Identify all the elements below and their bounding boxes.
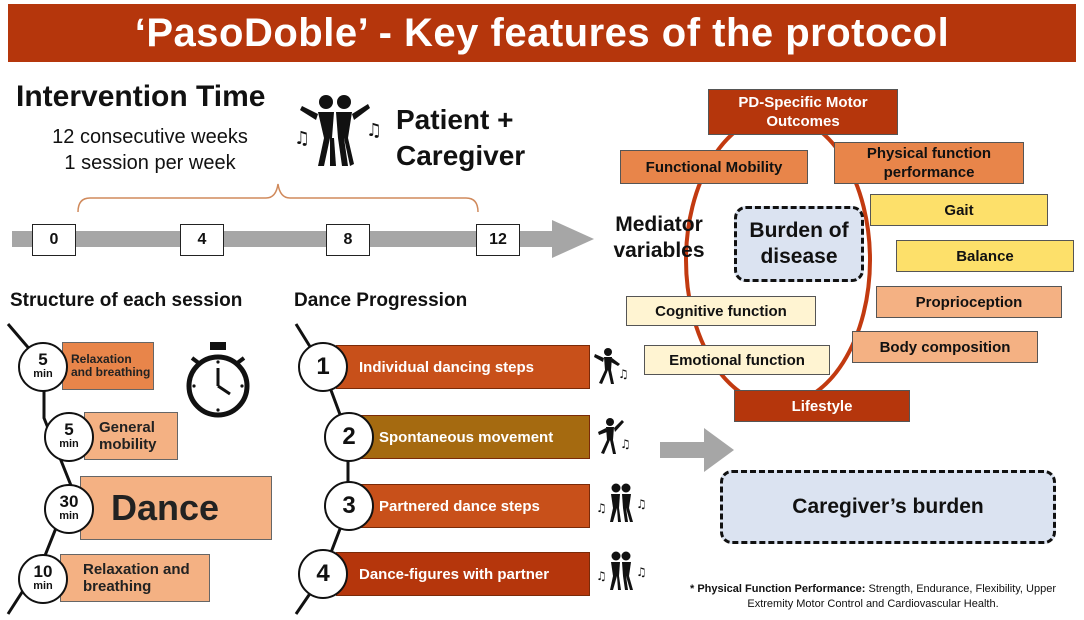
outcome-balance: Balance: [896, 240, 1074, 272]
session-box-relaxation-final: Relaxation and breathing: [60, 554, 210, 602]
svg-text:♫: ♫: [636, 497, 647, 511]
title-banner: ‘PasoDoble’ - Key features of the protoc…: [8, 4, 1076, 62]
session-unit: min: [33, 580, 53, 592]
structure-title: Structure of each session: [10, 290, 243, 311]
outcome-lifestyle: Lifestyle: [734, 390, 910, 422]
session-minutes: 5: [38, 350, 48, 369]
svg-text:♫: ♫: [620, 437, 631, 451]
week-marker: 8: [326, 224, 370, 256]
outcome-functional-mobility: Functional Mobility: [620, 150, 808, 184]
outcome-pd-motor: PD-Specific Motor Outcomes: [708, 89, 898, 135]
week-marker: 4: [180, 224, 224, 256]
intervention-weeks: 12 consecutive weeks: [52, 126, 248, 148]
session-label: Relaxation and breathing: [71, 352, 151, 379]
outcome-body-composition: Body composition: [852, 331, 1038, 363]
session-duration-circle: 5 min: [44, 412, 94, 462]
caregiver-burden-box: Caregiver’s burden: [720, 470, 1056, 544]
timeline-arrow: [12, 220, 594, 258]
footnote-text: Strength, Endurance, Flexibility, Upper …: [747, 583, 1056, 610]
session-unit: min: [59, 510, 79, 522]
session-label: Dance: [111, 487, 220, 528]
single-dancer-icon: ♫: [598, 418, 631, 454]
session-brace: [77, 183, 479, 213]
svg-text:♫: ♫: [294, 128, 310, 149]
progression-step-number: 3: [324, 481, 374, 531]
patient-label: Patient +: [396, 104, 514, 135]
session-box-relaxation: Relaxation and breathing: [62, 342, 154, 390]
session-duration-circle: 5 min: [18, 342, 68, 392]
burden-of-disease-box: Burden of disease: [734, 206, 864, 282]
couple-dancing-icon: ♫ ♫: [294, 95, 382, 166]
session-unit: min: [59, 438, 79, 450]
footnote-label: * Physical Function Performance:: [690, 583, 866, 595]
progression-step-label: Individual dancing steps: [359, 358, 535, 376]
session-label: Relaxation and breathing: [83, 561, 190, 595]
outcome-physical-function: Physical function performance: [834, 142, 1024, 184]
session-box-dance: Dance: [80, 476, 272, 540]
svg-text:♫: ♫: [596, 569, 607, 583]
patient-caregiver-label: Patient + Caregiver: [396, 102, 525, 174]
session-unit: min: [33, 368, 53, 380]
intervention-sessions: 1 session per week: [64, 152, 236, 174]
progression-step-box: Individual dancing steps: [336, 345, 590, 389]
progression-step-number: 2: [324, 412, 374, 462]
session-label: General mobility: [99, 419, 157, 453]
progression-step-number: 1: [298, 342, 348, 392]
week-marker: 0: [32, 224, 76, 256]
couple-dancer-icon: ♫♫: [596, 483, 647, 522]
outcome-cognitive-function: Cognitive function: [626, 296, 816, 326]
week-marker: 12: [476, 224, 520, 256]
progression-step-number: 4: [298, 549, 348, 599]
progression-step-box: Spontaneous movement: [356, 415, 590, 459]
svg-text:♫: ♫: [366, 120, 382, 141]
session-duration-circle: 10 min: [18, 554, 68, 604]
svg-text:♫: ♫: [618, 367, 629, 381]
session-minutes: 30: [59, 492, 79, 511]
session-duration-circle: 30 min: [44, 484, 94, 534]
stopwatch-icon: [186, 342, 250, 418]
progression-step-label: Spontaneous movement: [379, 428, 554, 446]
progression-step-box: Partnered dance steps: [356, 484, 590, 528]
session-minutes: 5: [64, 420, 74, 439]
couple-dancer-icon: ♫♫: [596, 551, 647, 590]
mediator-variables-label: Mediator variables: [613, 213, 705, 262]
outcome-gait: Gait: [870, 194, 1048, 226]
caregiver-arrow: [660, 428, 734, 472]
svg-text:♫: ♫: [636, 565, 647, 579]
progression-step-label: Dance-figures with partner: [359, 565, 550, 583]
intervention-title: Intervention Time: [16, 80, 266, 113]
footnote: * Physical Function Performance: Strengt…: [668, 582, 1078, 612]
progression-step-box: Dance-figures with partner: [336, 552, 590, 596]
outcome-emotional-function: Emotional function: [644, 345, 830, 375]
caregiver-label: Caregiver: [396, 140, 526, 171]
outcome-proprioception: Proprioception: [876, 286, 1062, 318]
page-title: ‘PasoDoble’ - Key features of the protoc…: [134, 10, 950, 55]
session-box-mobility: General mobility: [84, 412, 178, 460]
svg-text:♫: ♫: [596, 501, 607, 515]
session-minutes: 10: [33, 562, 53, 581]
progression-title: Dance Progression: [294, 290, 468, 311]
single-dancer-icon: ♫: [594, 348, 629, 384]
progression-step-label: Partnered dance steps: [379, 497, 540, 515]
